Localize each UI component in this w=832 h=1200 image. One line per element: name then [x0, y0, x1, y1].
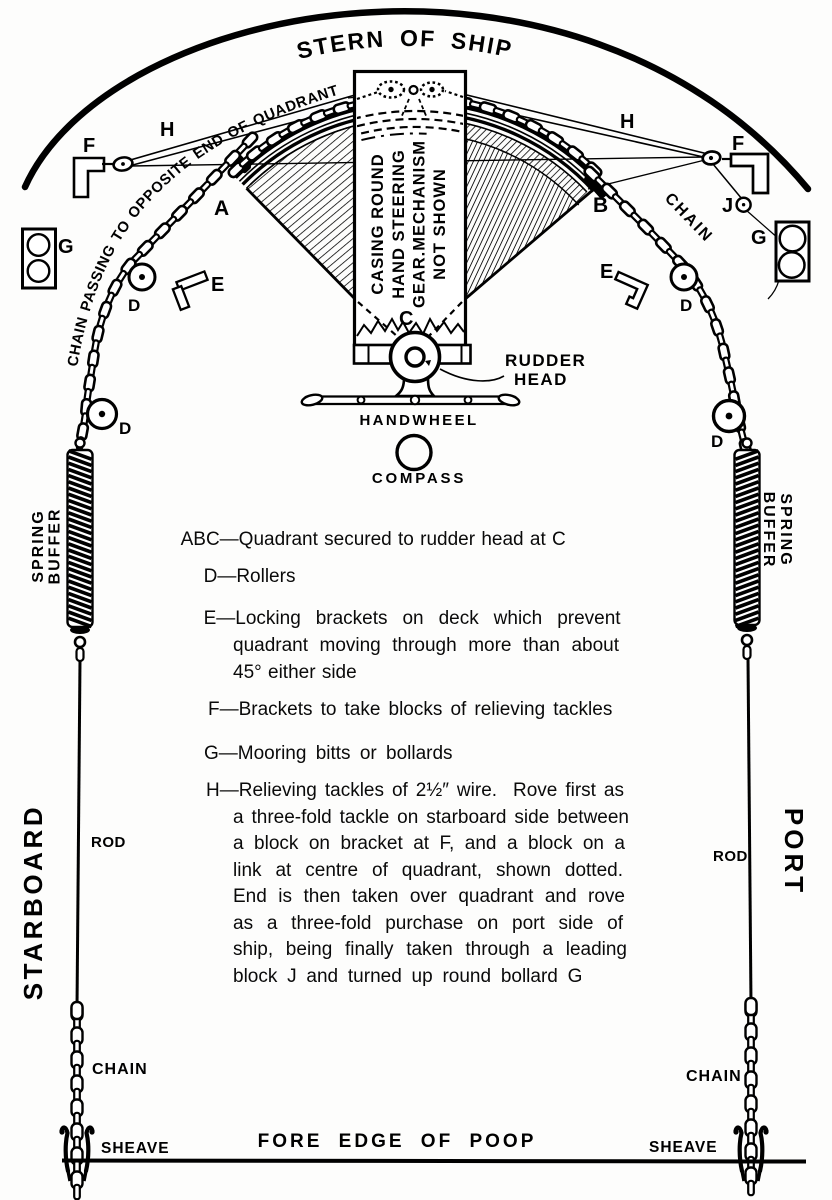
svg-text:A: A [214, 197, 229, 220]
svg-text:SHEAVE: SHEAVE [649, 1139, 718, 1156]
svg-text:COMPASS: COMPASS [372, 470, 466, 487]
svg-text:SHEAVE: SHEAVE [101, 1140, 170, 1157]
svg-text:GEAR.MECHANISM: GEAR.MECHANISM [411, 140, 429, 308]
svg-text:NOT SHOWN: NOT SHOWN [431, 168, 449, 280]
svg-text:FORE EDGE OF POOP: FORE EDGE OF POOP [258, 1131, 537, 1152]
svg-text:E: E [211, 274, 224, 296]
svg-text:J: J [722, 195, 733, 217]
svg-text:RUDDER: RUDDER [505, 351, 586, 370]
svg-text:PORT: PORT [779, 808, 809, 896]
svg-text:H: H [620, 111, 634, 133]
svg-text:G: G [751, 227, 767, 249]
svg-text:ROD: ROD [713, 848, 748, 865]
svg-text:SPRING: SPRING [30, 509, 47, 582]
svg-text:D: D [711, 432, 723, 451]
svg-text:ROD: ROD [91, 834, 126, 851]
svg-text:HAND STEERING: HAND STEERING [390, 149, 408, 299]
svg-text:CHAIN: CHAIN [686, 1068, 742, 1085]
svg-text:B: B [593, 194, 608, 217]
svg-text:F: F [732, 133, 744, 155]
svg-text:BUFFER: BUFFER [760, 492, 777, 569]
svg-text:F: F [83, 135, 95, 157]
svg-text:H: H [160, 119, 174, 141]
svg-text:BUFFER: BUFFER [47, 508, 64, 585]
svg-text:E: E [600, 261, 613, 283]
svg-text:SPRING: SPRING [777, 493, 794, 566]
svg-text:CHAIN: CHAIN [92, 1061, 148, 1078]
svg-text:D: D [119, 419, 131, 438]
svg-text:STARBOARD: STARBOARD [18, 804, 48, 1001]
svg-text:CASING ROUND: CASING ROUND [369, 153, 387, 294]
svg-text:D: D [680, 296, 692, 315]
svg-text:HEAD: HEAD [514, 370, 568, 389]
svg-text:HANDWHEEL: HANDWHEEL [359, 412, 478, 429]
svg-text:D: D [128, 296, 140, 315]
svg-text:G: G [58, 236, 74, 258]
